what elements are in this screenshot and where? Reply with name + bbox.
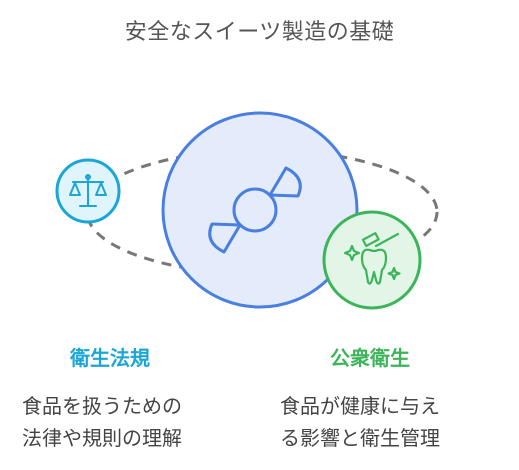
center-node xyxy=(161,111,359,309)
orbit-path xyxy=(85,148,439,276)
candy-icon xyxy=(208,166,302,254)
tooth-toothbrush-icon xyxy=(343,232,401,285)
right-label: 公衆衛生 xyxy=(330,346,410,370)
center-circle xyxy=(161,111,359,309)
right-description: 食品が健康に与え る影響と衛生管理 xyxy=(280,390,519,454)
right-desc-line-2: る影響と衛生管理 xyxy=(280,426,440,450)
right-node xyxy=(322,210,422,310)
left-label: 衛生法規 xyxy=(70,346,150,370)
left-desc-line-1: 食品を扱うための xyxy=(22,394,182,418)
right-desc-line-1: 食品が健康に与え xyxy=(280,394,440,418)
left-node xyxy=(55,158,121,224)
left-description: 食品を扱うための 法律や規則の理解 xyxy=(22,390,262,454)
left-desc-line-2: 法律や規則の理解 xyxy=(22,426,182,450)
page-title: 安全なスイーツ製造の基礎 xyxy=(124,20,395,45)
scales-icon xyxy=(69,174,107,207)
right-node-circle xyxy=(322,210,422,310)
